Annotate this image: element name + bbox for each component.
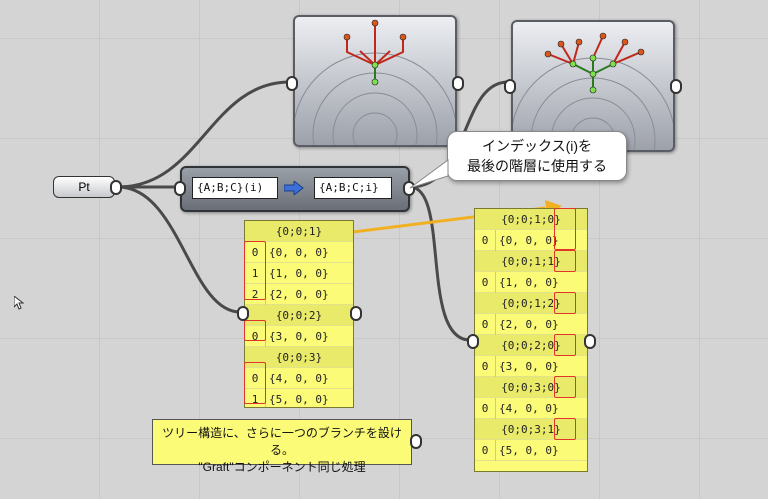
path-highlight-box xyxy=(554,376,576,398)
list-item: 0{0, 0, 0} xyxy=(245,242,353,263)
right-data-panel[interactable]: {0;0;1;0} 0{0, 0, 0} {0;0;1;1} 0{1, 0, 0… xyxy=(474,208,588,472)
callout-line-1: インデックス(i)を xyxy=(481,138,592,154)
path-highlight-box xyxy=(554,418,576,440)
right-panel-output-grip[interactable] xyxy=(584,334,596,349)
pt-output-grip[interactable] xyxy=(110,180,122,195)
branch-header: {0;0;1} xyxy=(245,221,353,242)
viewer-left-output-grip[interactable] xyxy=(452,76,464,91)
callout-tail xyxy=(409,159,449,189)
index-highlight-box xyxy=(244,362,266,404)
path-mapper-component[interactable]: {A;B;C}(i) {A;B;C;i} xyxy=(180,166,410,212)
path-mapper-target[interactable]: {A;B;C;i} xyxy=(314,177,392,199)
index-highlight-box xyxy=(244,320,266,341)
callout-line-2: 最後の階層に使用する xyxy=(467,158,607,174)
branch-header: {0;0;3;0} xyxy=(475,377,587,398)
viewer-right-input-grip[interactable] xyxy=(504,79,516,94)
left-data-panel[interactable]: {0;0;1} 0{0, 0, 0} 1{1, 0, 0} 2{2, 0, 0}… xyxy=(244,220,354,408)
branch-header: {0;0;1;2} xyxy=(475,293,587,314)
list-item: 0{4, 0, 0} xyxy=(245,368,353,389)
right-panel-input-grip[interactable] xyxy=(467,334,479,349)
index-highlight-box xyxy=(244,241,266,300)
wire-mapper-to-right-panel xyxy=(409,185,471,342)
list-item: 0{1, 0, 0} xyxy=(475,272,587,293)
mapper-input-grip[interactable] xyxy=(174,181,186,196)
branch-header: {0;0;2;0} xyxy=(475,335,587,356)
branch-header: {0;0;1;0} xyxy=(475,209,587,230)
left-panel-output-grip[interactable] xyxy=(350,306,362,321)
pt-component[interactable]: Pt xyxy=(53,176,115,198)
list-item: 0{5, 0, 0} xyxy=(475,440,587,461)
branch-header: {0;0;3} xyxy=(245,347,353,368)
viewer-right-output-grip[interactable] xyxy=(670,79,682,94)
path-highlight-box xyxy=(554,334,576,356)
mapper-output-grip[interactable] xyxy=(403,181,415,196)
tree-viewer-left[interactable] xyxy=(292,15,458,218)
branch-header: {0;0;2} xyxy=(245,305,353,326)
arrow-right-icon xyxy=(283,179,304,200)
branch-header: {0;0;3;1} xyxy=(475,419,587,440)
viewer-left-input-grip[interactable] xyxy=(286,76,298,91)
branch-header: {0;0;1;1} xyxy=(475,251,587,272)
note-line-1: ツリー構造に、さらに一つのブランチを設ける。 xyxy=(162,426,402,457)
callout-bubble: インデックス(i)を 最後の階層に使用する xyxy=(447,131,627,181)
note-line-2: "Graft"コンポーネント同じ処理 xyxy=(198,460,366,474)
list-item: 0{0, 0, 0} xyxy=(475,230,587,251)
wire-pt-to-viewer1 xyxy=(117,80,291,189)
list-item: 0{3, 0, 0} xyxy=(475,356,587,377)
tree-diagram-icon xyxy=(292,19,458,218)
pt-label: Pt xyxy=(78,180,90,194)
note-output-grip[interactable] xyxy=(410,434,422,449)
list-item: 1{1, 0, 0} xyxy=(245,263,353,284)
path-highlight-box xyxy=(554,208,576,250)
list-item: 2{2, 0, 0} xyxy=(245,284,353,305)
wire-pt-to-left-panel xyxy=(117,185,241,314)
list-item: 0{2, 0, 0} xyxy=(475,314,587,335)
left-panel-input-grip[interactable] xyxy=(237,306,249,321)
note-panel[interactable]: ツリー構造に、さらに一つのブランチを設ける。 "Graft"コンポーネント同じ処… xyxy=(152,419,412,474)
mouse-cursor-icon xyxy=(14,296,24,310)
path-mapper-source[interactable]: {A;B;C}(i) xyxy=(192,177,278,199)
path-highlight-box xyxy=(554,292,576,314)
path-highlight-box xyxy=(554,250,576,272)
list-item: 0{4, 0, 0} xyxy=(475,398,587,419)
